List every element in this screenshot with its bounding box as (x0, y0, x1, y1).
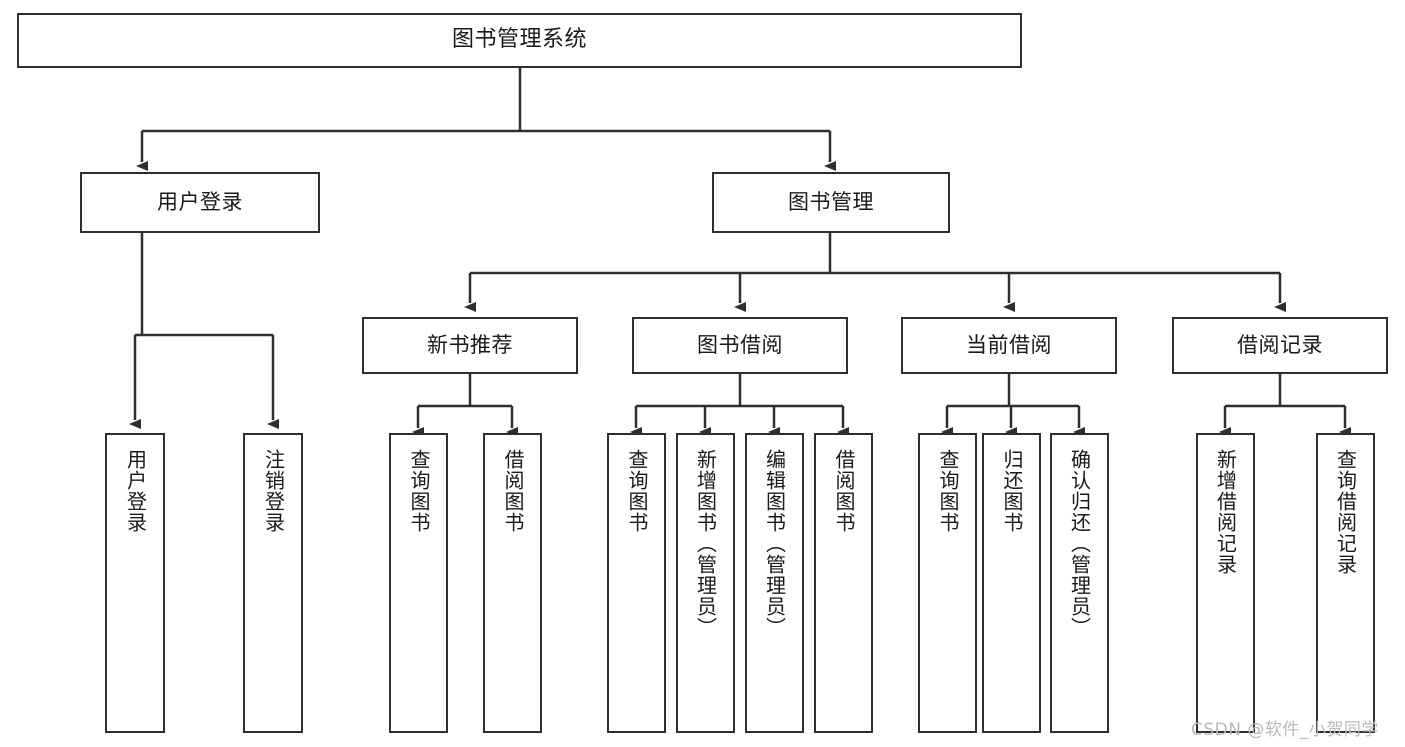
node-leaf-query-book-2[interactable]: 查询图书 (607, 433, 666, 733)
node-leaf-edit-book[interactable]: 编辑图书（管理员） (745, 433, 804, 733)
node-label: 查询图书 (625, 449, 649, 533)
node-leaf-add-book[interactable]: 新增图书（管理员） (676, 433, 735, 733)
node-label: 借阅图书 (832, 449, 856, 533)
node-label: 确认归还（管理员） (1067, 449, 1092, 638)
node-book-management[interactable]: 图书管理 (712, 172, 950, 233)
node-borrow-record[interactable]: 借阅记录 (1172, 317, 1388, 374)
node-root-system[interactable]: 图书管理系统 (17, 13, 1022, 68)
node-label: 用户登录 (157, 189, 243, 214)
node-label: 新增图书（管理员） (693, 449, 718, 638)
node-leaf-return-book[interactable]: 归还图书 (982, 433, 1041, 733)
node-label: 借阅图书 (501, 449, 525, 533)
node-label: 图书管理 (788, 189, 874, 214)
node-leaf-query-book-1[interactable]: 查询图书 (389, 433, 448, 733)
node-label: 编辑图书（管理员） (762, 449, 787, 638)
node-label: 查询图书 (407, 449, 431, 533)
node-label: 查询借阅记录 (1333, 449, 1358, 575)
node-label: 图书借阅 (697, 332, 783, 357)
node-label: 用户登录 (123, 449, 148, 533)
node-label: 借阅记录 (1237, 332, 1323, 357)
node-leaf-borrow-book-2[interactable]: 借阅图书 (814, 433, 873, 733)
node-label: 图书管理系统 (451, 27, 587, 53)
node-label: 归还图书 (1000, 449, 1024, 533)
node-leaf-query-book-3[interactable]: 查询图书 (918, 433, 977, 733)
csdn-watermark: CSDN @软件_小贺同学 (1191, 720, 1379, 740)
node-label: 新增借阅记录 (1213, 449, 1238, 575)
node-leaf-add-record[interactable]: 新增借阅记录 (1196, 433, 1255, 733)
node-user-login[interactable]: 用户登录 (80, 172, 320, 233)
node-leaf-query-record[interactable]: 查询借阅记录 (1316, 433, 1375, 733)
node-new-book-recommend[interactable]: 新书推荐 (362, 317, 578, 374)
node-label: 当前借阅 (966, 332, 1052, 357)
node-current-borrow[interactable]: 当前借阅 (901, 317, 1117, 374)
node-leaf-logout-login[interactable]: 注销登录 (243, 433, 303, 733)
node-book-borrow[interactable]: 图书借阅 (632, 317, 848, 374)
node-leaf-confirm-return[interactable]: 确认归还（管理员） (1050, 433, 1109, 733)
node-label: 注销登录 (261, 449, 286, 533)
node-label: 查询图书 (936, 449, 960, 533)
node-leaf-borrow-book-1[interactable]: 借阅图书 (483, 433, 542, 733)
node-label: 新书推荐 (427, 332, 513, 357)
node-leaf-user-login[interactable]: 用户登录 (105, 433, 165, 733)
